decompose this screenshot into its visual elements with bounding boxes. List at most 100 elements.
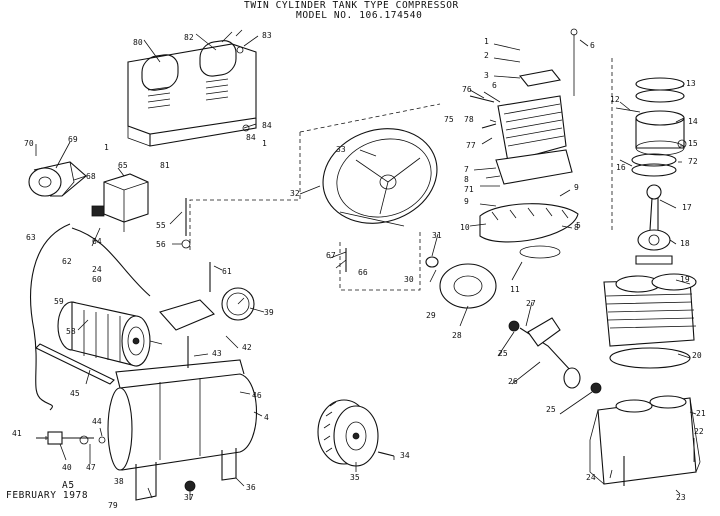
callout-33: 33 bbox=[336, 145, 346, 154]
callout-67: 67 bbox=[326, 251, 336, 260]
callout-60: 60 bbox=[92, 275, 102, 284]
callout-71: 71 bbox=[464, 185, 474, 194]
callout-6: 6 bbox=[492, 81, 497, 90]
callout-24: 24 bbox=[92, 265, 102, 274]
callout-30: 30 bbox=[404, 275, 414, 284]
callout-55: 55 bbox=[156, 221, 166, 230]
callout-1: 1 bbox=[104, 143, 109, 152]
handle-bar bbox=[35, 343, 115, 385]
power-cord bbox=[30, 223, 71, 411]
callout-68: 68 bbox=[86, 172, 96, 181]
wheel bbox=[317, 399, 395, 467]
callout-21: 21 bbox=[696, 409, 706, 418]
callout-77: 77 bbox=[466, 141, 476, 150]
callout-84b: 84 bbox=[246, 133, 256, 142]
piston-assembly bbox=[615, 77, 687, 177]
callout-22: 22 bbox=[694, 427, 704, 436]
callout-1b: 1 bbox=[262, 139, 267, 148]
connecting-rod bbox=[635, 184, 673, 265]
callout-1c: 1 bbox=[484, 37, 489, 46]
callout-8: 8 bbox=[464, 175, 469, 184]
callout-39: 39 bbox=[264, 308, 274, 317]
crankcase bbox=[589, 395, 701, 486]
callout-84: 84 bbox=[262, 121, 272, 130]
tubing-and-fittings bbox=[159, 95, 497, 368]
callout-9: 9 bbox=[464, 197, 469, 206]
callout-32: 32 bbox=[290, 189, 300, 198]
callout-66: 66 bbox=[358, 268, 368, 277]
pressure-switch bbox=[91, 173, 149, 232]
callout-62: 62 bbox=[62, 257, 72, 266]
callout-29: 29 bbox=[426, 311, 436, 320]
cylinder-head-assembly bbox=[479, 28, 579, 259]
callout-9b: 9 bbox=[574, 183, 579, 192]
callout-79: 79 bbox=[108, 501, 118, 510]
callout-24b: 24 bbox=[586, 473, 596, 482]
callout-76: 76 bbox=[462, 85, 472, 94]
footer-code: A5 bbox=[62, 480, 75, 491]
leader-lines bbox=[35, 33, 697, 500]
callout-47: 47 bbox=[86, 463, 96, 472]
callout-45: 45 bbox=[70, 389, 80, 398]
callout-8b: 8 bbox=[574, 223, 579, 232]
callout-78: 78 bbox=[464, 115, 474, 124]
callout-13: 13 bbox=[686, 79, 696, 88]
callout-12: 12 bbox=[610, 95, 620, 104]
belt-guard-assembly bbox=[127, 29, 257, 147]
diagram-title: TWIN CYLINDER TANK TYPE COMPRESSOR bbox=[244, 0, 459, 11]
callout-6b: 6 bbox=[590, 41, 595, 50]
callout-4: 4 bbox=[264, 413, 269, 422]
callout-7: 7 bbox=[464, 165, 469, 174]
callout-15: 15 bbox=[688, 139, 698, 148]
callout-46: 46 bbox=[252, 391, 262, 400]
callout-14: 14 bbox=[688, 117, 698, 126]
callout-36: 36 bbox=[246, 483, 256, 492]
electric-motor bbox=[57, 301, 163, 367]
callout-16: 16 bbox=[616, 163, 626, 172]
callout-40: 40 bbox=[62, 463, 72, 472]
callout-19: 19 bbox=[680, 275, 690, 284]
callout-43: 43 bbox=[212, 349, 222, 358]
callout-80: 80 bbox=[133, 38, 143, 47]
callout-69: 69 bbox=[68, 135, 78, 144]
callout-41: 41 bbox=[12, 429, 22, 438]
callout-61: 61 bbox=[222, 267, 232, 276]
callout-82: 82 bbox=[184, 33, 194, 42]
callout-20: 20 bbox=[692, 351, 702, 360]
callout-70: 70 bbox=[24, 139, 34, 148]
callout-11: 11 bbox=[510, 285, 520, 294]
callout-2: 2 bbox=[484, 51, 489, 60]
callout-56: 56 bbox=[156, 240, 166, 249]
callout-35: 35 bbox=[350, 473, 360, 482]
cylinder-block bbox=[603, 273, 697, 369]
air-tank bbox=[107, 359, 257, 501]
callout-numbers: 80 82 83 84 81 1 1 69 70 68 65 64 63 62 … bbox=[12, 31, 706, 510]
callout-63: 63 bbox=[26, 233, 36, 242]
callout-58: 58 bbox=[66, 327, 76, 336]
callout-26: 26 bbox=[508, 377, 518, 386]
model-number: MODEL NO. 106.174540 bbox=[296, 10, 423, 21]
callout-38: 38 bbox=[114, 477, 124, 486]
crankshaft bbox=[425, 256, 602, 394]
callout-81: 81 bbox=[160, 161, 170, 170]
callout-72: 72 bbox=[688, 157, 698, 166]
callout-31: 31 bbox=[432, 231, 442, 240]
callout-83: 83 bbox=[262, 31, 272, 40]
callout-65: 65 bbox=[118, 161, 128, 170]
callout-17: 17 bbox=[682, 203, 692, 212]
callout-3: 3 bbox=[484, 71, 489, 80]
callout-34: 34 bbox=[400, 451, 410, 460]
callout-37: 37 bbox=[184, 493, 194, 502]
callout-28: 28 bbox=[452, 331, 462, 340]
callout-25b: 25 bbox=[546, 405, 556, 414]
callout-10: 10 bbox=[460, 223, 470, 232]
belt-path-left bbox=[189, 132, 301, 250]
callout-42: 42 bbox=[242, 343, 252, 352]
callout-18: 18 bbox=[680, 239, 690, 248]
callout-75: 75 bbox=[444, 115, 454, 124]
callout-59: 59 bbox=[54, 297, 64, 306]
callout-44: 44 bbox=[92, 417, 102, 426]
callout-27: 27 bbox=[526, 299, 536, 308]
